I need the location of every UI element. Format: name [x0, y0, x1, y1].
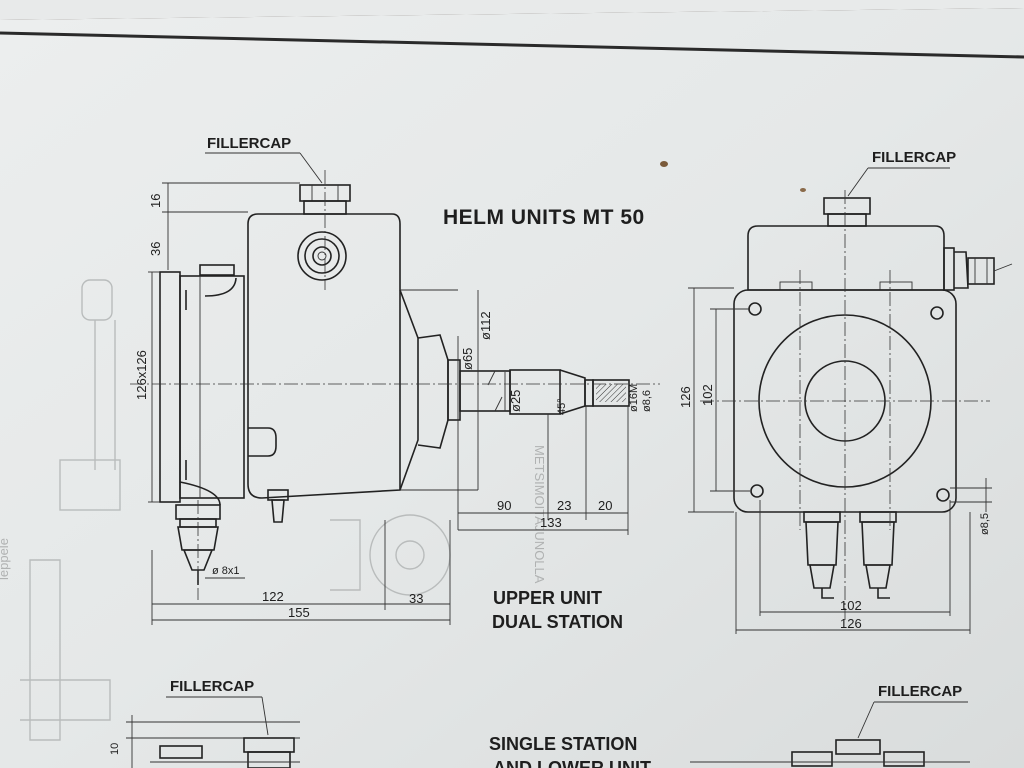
- speck-mark: [660, 161, 668, 167]
- top-border-line: [0, 31, 1024, 59]
- front-view-dimensions: 126 102 ø8,5 102 126: [678, 287, 992, 634]
- dim-d112: ø112: [478, 311, 493, 340]
- dim-d8-6: ø8,6: [641, 390, 653, 412]
- document-title: HELM UNITS MT 50: [443, 206, 645, 229]
- dim-33: 33: [409, 591, 423, 606]
- dim-133: 133: [540, 515, 562, 530]
- side-ghost-text: leppele: [0, 538, 11, 580]
- paper-edge: [0, 0, 1024, 20]
- paper-sheet: [0, 8, 1024, 768]
- fillercap-label-front: FILLERCAP: [872, 149, 956, 166]
- dim-126-vertical: 126: [678, 386, 693, 408]
- lower-view-drawing: FILLERCAP 10 SINGLE STATION AND LOWER UN…: [109, 678, 970, 768]
- speck-mark: [800, 188, 806, 192]
- fillercap-label-lower-left: FILLERCAP: [170, 678, 254, 695]
- side-view-dimensions: 16 36 126x126 ø65 ø112 ø25 45° ø16M ø8,6…: [134, 182, 653, 625]
- front-view-drawing: FILLERCAP: [700, 149, 1013, 620]
- dim-d8-5: ø8,5: [979, 513, 991, 535]
- side-view-drawing: FILLERCAP: [130, 135, 660, 600]
- bleed-through: METSIMOITAJUNOLLA leppele: [0, 279, 547, 741]
- dim-122: 122: [262, 589, 284, 604]
- dim-102-vertical: 102: [700, 384, 715, 406]
- upper-unit-caption-line2: DUAL STATION: [492, 612, 623, 632]
- dim-20: 20: [598, 498, 612, 513]
- dim-d8x1: ø 8x1: [212, 565, 240, 577]
- dim-23: 23: [557, 498, 571, 513]
- dim-45deg: 45°: [556, 398, 568, 415]
- dim-10: 10: [109, 743, 121, 755]
- dim-36: 36: [148, 242, 163, 256]
- dim-16: 16: [148, 194, 163, 208]
- dim-90: 90: [497, 498, 511, 513]
- dim-102-horizontal: 102: [840, 598, 862, 613]
- dim-126-horizontal: 126: [840, 616, 862, 631]
- dim-155: 155: [288, 605, 310, 620]
- watermark-text: METSIMOITAJUNOLLA: [532, 445, 547, 584]
- fillercap-label-lower-right: FILLERCAP: [878, 683, 962, 700]
- dim-d16m: ø16M: [628, 384, 640, 412]
- dim-d25: ø25: [508, 390, 523, 412]
- dim-d65: ø65: [460, 348, 475, 370]
- fillercap-label-side: FILLERCAP: [207, 135, 291, 152]
- upper-unit-caption-line1: UPPER UNIT: [493, 588, 602, 608]
- dim-126x126: 126x126: [134, 350, 149, 400]
- lower-unit-caption-line1: SINGLE STATION: [489, 734, 637, 754]
- lower-unit-caption-line2: AND LOWER UNIT: [493, 758, 651, 768]
